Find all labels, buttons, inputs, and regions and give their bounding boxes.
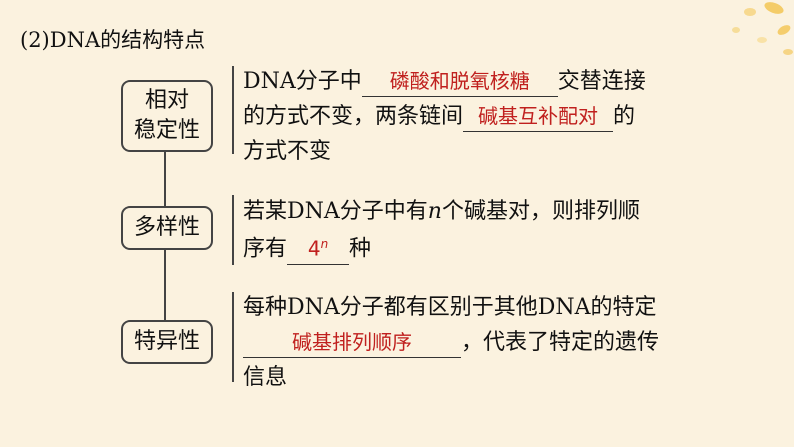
answer-blank: 磷酸和脱氧核糖: [361, 66, 558, 97]
answer-blank: 4n: [287, 229, 350, 265]
label-diversity: 多样性: [133, 215, 200, 241]
label-box-diversity: 多样性: [121, 206, 213, 250]
section-title: (2)DNA的结构特点: [20, 28, 206, 52]
label-specificity: 特异性: [133, 329, 200, 355]
answer-blank: 碱基排列顺序: [243, 327, 461, 358]
bracket-line: [232, 195, 234, 265]
answer-blank: 碱基互补配对: [463, 101, 614, 132]
specificity-text: 每种DNA分子都有区别于其他DNA的特定 碱基排列顺序，代表了特定的遗传 信息: [243, 295, 660, 390]
label-stability-line1: 相对: [144, 88, 189, 114]
flower-petals-decoration: [732, 2, 793, 55]
bracket-line: [232, 292, 234, 382]
label-box-specificity: 特异性: [121, 320, 213, 364]
bracket-line: [232, 66, 234, 154]
label-box-stability: 相对 稳定性: [121, 80, 213, 152]
label-stability-line2: 稳定性: [133, 118, 200, 143]
stability-text: DNA分子中磷酸和脱氧核糖交替连接 的方式不变，两条链间碱基互补配对的 方式不变: [243, 64, 783, 169]
